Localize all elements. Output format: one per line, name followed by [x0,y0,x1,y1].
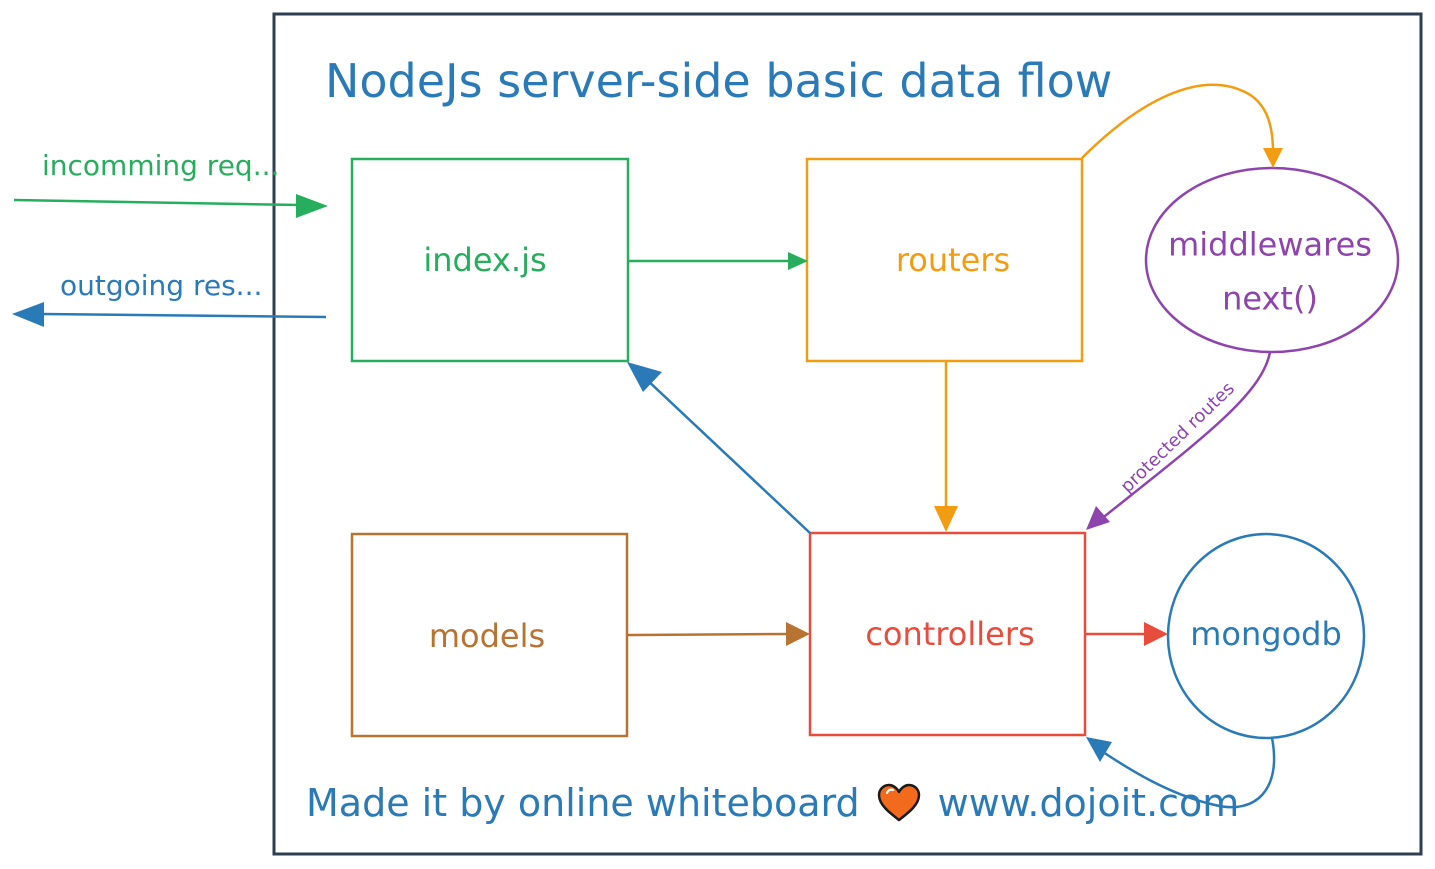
middlewares-line2: next() [1222,280,1318,318]
mongodb-label: mongodb [1190,615,1342,653]
middlewares-label: middlewares next() [1168,218,1372,327]
index-to-routers-arrow [628,252,808,270]
middlewares-to-controllers-arrow [1086,351,1272,530]
controllers-label: controllers [865,615,1035,653]
index-js-label: index.js [423,241,547,279]
mongodb-circle [1166,532,1366,740]
incoming-request-label: incomming req... [42,149,280,182]
routers-box [805,157,1084,363]
controllers-to-index-arrow [627,362,811,534]
heart-icon [876,783,922,823]
footer-made-by: Made it by online whiteboard [306,781,860,825]
whiteboard-frame [272,12,1423,856]
outgoing-response-label: outgoing res... [60,269,263,302]
middlewares-ellipse [1144,166,1400,354]
footer-site-link[interactable]: www.dojoit.com [937,781,1240,825]
footer-credit: Made it by online whiteboard www.dojoit.… [306,783,1239,823]
controllers-to-mongodb-arrow [1085,622,1168,646]
models-to-controllers-arrow [627,622,810,646]
routers-to-controllers-arrow [934,362,958,532]
routers-to-middlewares-arrow [1081,83,1283,168]
incoming-request-arrow [13,194,328,218]
outgoing-response-arrow [12,302,327,327]
middlewares-line1: middlewares [1168,225,1372,264]
models-box [350,532,629,738]
routers-label: routers [895,241,1011,279]
mongodb-to-controllers-arrow [1086,737,1276,809]
models-label: models [428,617,546,655]
diagram-title: NodeJs server-side basic data flow [325,54,1113,108]
